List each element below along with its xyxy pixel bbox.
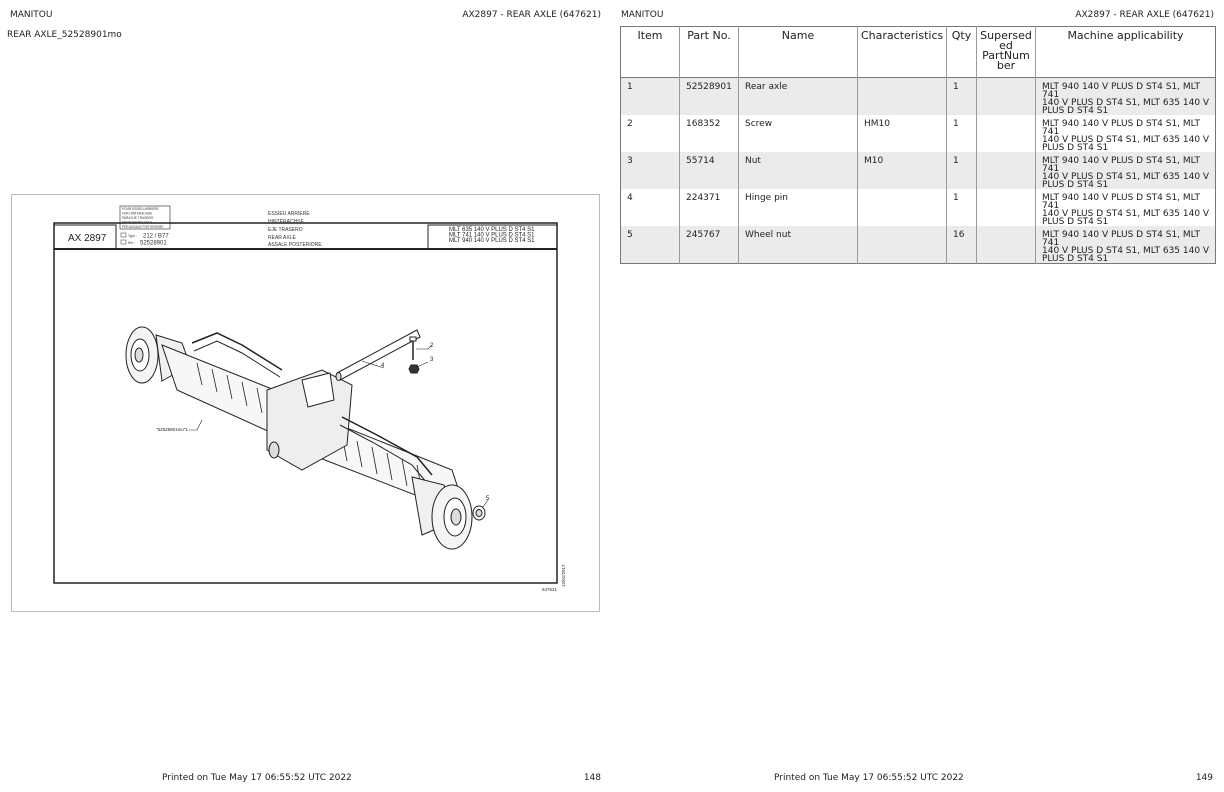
left-page-title: AX2897 - REAR AXLE (647621) bbox=[462, 10, 601, 20]
box-line: POUR ESSIEU ARRIERE bbox=[122, 207, 159, 211]
table-row: 5 245767 Wheel nut 16 MLT 940 140 V PLUS… bbox=[620, 226, 1216, 264]
col-superseded: Supersed ed PartNum ber bbox=[976, 26, 1036, 78]
table-row: 1 52528901 Rear axle 1 MLT 940 140 V PLU… bbox=[620, 77, 1216, 116]
table-row: 4 224371 Hinge pin 1 MLT 940 140 V PLUS … bbox=[621, 189, 1216, 227]
axle-name: ASSALE POSTERIORE bbox=[268, 242, 322, 248]
rear-axle-illustration bbox=[125, 326, 486, 550]
axle-name: ESSIEU ARRIERE bbox=[268, 211, 310, 217]
model-line: MLT 940 140 V PLUS D ST4 S1 bbox=[449, 238, 535, 244]
col-qty: Qty bbox=[946, 26, 977, 78]
callout-ref: "52528901mo"1 bbox=[156, 427, 188, 432]
diagram-code: AX 2897 bbox=[68, 233, 107, 244]
parts-table: Item Part No. Name Characteristics Qty S… bbox=[620, 26, 1216, 264]
drawing-number: 647621 bbox=[542, 587, 558, 592]
right-printed-on: Printed on Tue May 17 06:55:52 UTC 2022 bbox=[774, 773, 964, 783]
right-page-title: AX2897 - REAR AXLE (647621) bbox=[1075, 10, 1214, 20]
drawing-date: 12/01/2017 bbox=[561, 564, 566, 587]
model-line: MLT 741 140 V PLUS D ST4 S1 bbox=[449, 233, 535, 239]
ref-label: Ref : bbox=[128, 241, 135, 245]
axle-name: HINTERACHSE bbox=[268, 219, 305, 225]
callout-5: 5 bbox=[486, 496, 490, 502]
col-name: Name bbox=[738, 26, 858, 78]
box-line: PARA EJE TRASERO bbox=[122, 216, 154, 220]
right-brand: MANITOU bbox=[621, 10, 664, 20]
type-label: Type : bbox=[128, 234, 137, 238]
left-brand: MANITOU bbox=[10, 10, 53, 20]
model-line: MLT 635 140 V PLUS D ST4 S1 bbox=[449, 227, 535, 233]
callout-4: 4 bbox=[381, 363, 385, 369]
col-characteristics: Characteristics bbox=[857, 26, 947, 78]
exploded-diagram: AX 2897 POUR ESSIEU ARRIERE FUR HINTERAC… bbox=[11, 194, 600, 612]
box-line: FUR HINTERACHSE bbox=[122, 212, 152, 216]
type-checkbox bbox=[120, 232, 127, 238]
col-item: Item bbox=[637, 29, 663, 42]
right-page-number: 149 bbox=[1195, 773, 1213, 783]
table-header-row: Item Part No. Name Characteristics Qty S… bbox=[620, 26, 1216, 78]
col-part-no: Part No. bbox=[679, 26, 739, 78]
callout-3: 3 bbox=[430, 357, 434, 363]
left-page-number: 148 bbox=[583, 773, 601, 783]
axle-name: REAR AXLE bbox=[268, 235, 296, 241]
table-row: 3 55714 Nut M10 1 MLT 940 140 V PLUS D S… bbox=[620, 152, 1216, 190]
axle-name: EJE TRASERO bbox=[268, 227, 303, 233]
box-line: PER ASSALE POSTERIORE bbox=[122, 225, 163, 229]
diagram-subtitle: REAR AXLE_52528901mo bbox=[7, 30, 122, 40]
title-block bbox=[53, 205, 558, 584]
box-line: FROM FRONT AXLE bbox=[122, 221, 152, 225]
ref-checkbox bbox=[120, 239, 127, 245]
type-value: 212 / B77 bbox=[143, 234, 169, 240]
callout-2: 2 bbox=[430, 343, 434, 349]
left-printed-on: Printed on Tue May 17 06:55:52 UTC 2022 bbox=[162, 773, 352, 783]
ref-value: 52528901 bbox=[140, 241, 167, 247]
col-machine: Machine applicability bbox=[1035, 26, 1216, 78]
table-row: 2 168352 Screw HM10 1 MLT 940 140 V PLUS… bbox=[621, 115, 1216, 153]
